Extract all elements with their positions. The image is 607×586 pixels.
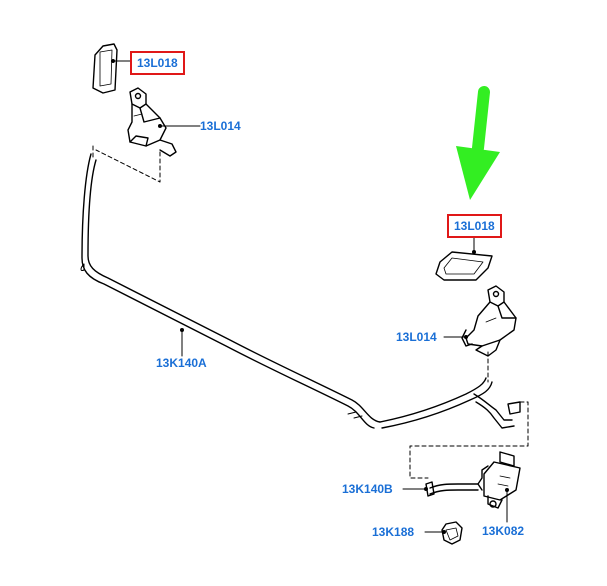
callout-13l018-right[interactable]: 13L018 [447,214,502,238]
leader-dots [111,59,509,534]
leader-lines [112,60,508,533]
left-washer-jet [127,87,177,157]
callout-13l014-left[interactable]: 13L014 [200,119,241,133]
left-connectors [92,145,161,183]
callout-13k188[interactable]: 13K188 [372,525,415,539]
callout-13l014-right[interactable]: 13L014 [396,330,437,344]
callout-13k140a[interactable]: 13K140A [156,356,207,370]
right-hose [379,377,521,497]
callout-13l018-left[interactable]: 13L018 [130,51,185,75]
right-washer-jet [461,285,517,357]
left-hose [80,153,381,429]
right-connectors [409,351,529,479]
pointer-arrow [456,86,500,200]
washer-pump [477,451,521,509]
callout-13k082[interactable]: 13K082 [482,524,525,538]
right-jet-cover [435,251,493,281]
callout-13k140b[interactable]: 13K140B [342,482,393,496]
left-jet-cover [92,43,118,94]
